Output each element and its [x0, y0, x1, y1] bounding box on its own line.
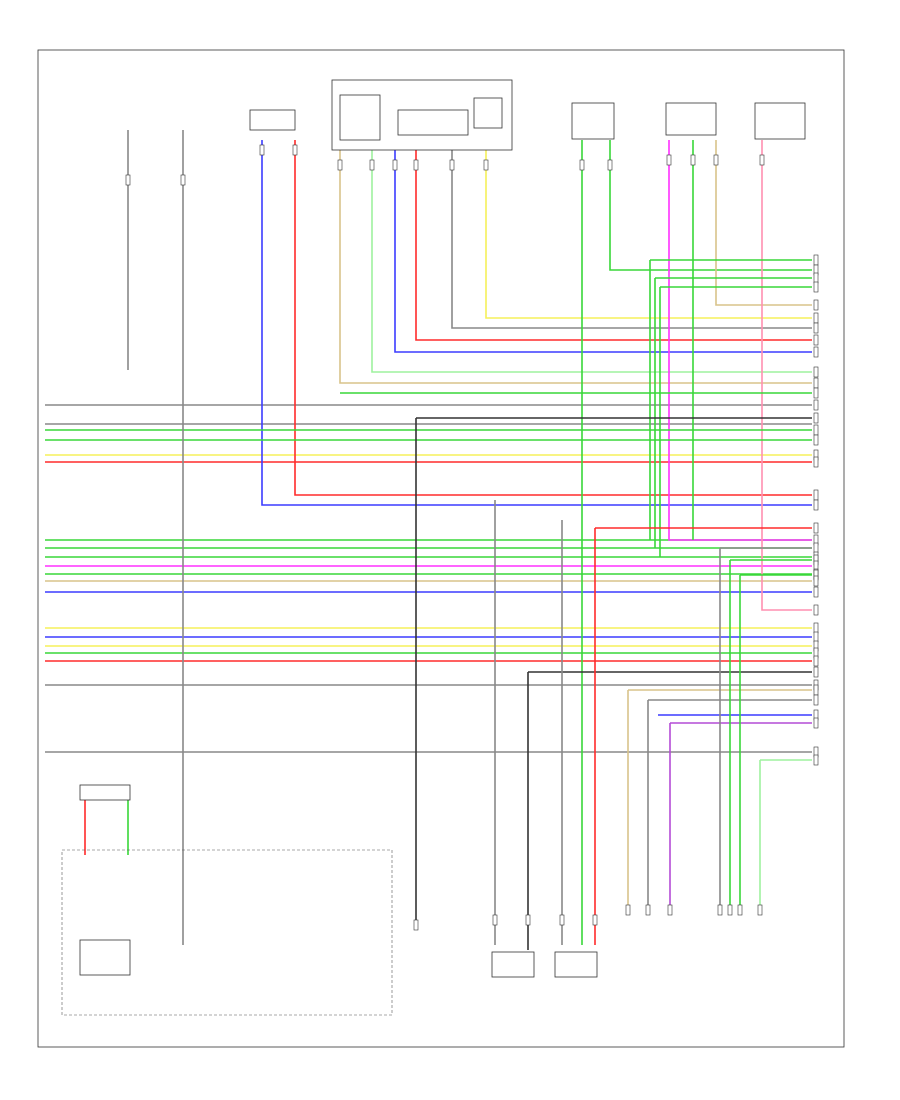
- right-connector-15: [813, 434, 819, 446]
- bottom-sensor-box-2: [554, 951, 598, 978]
- bottom-connector-7: [667, 904, 673, 916]
- top-connector-10: [666, 154, 672, 166]
- right-connector-14: [813, 424, 819, 436]
- wire-green-sensor-2: [609, 140, 812, 271]
- right-connector-18: [813, 489, 819, 501]
- sensor-box-2: [665, 102, 717, 136]
- right-connector-32: [813, 631, 819, 643]
- right-connector-20: [813, 522, 819, 534]
- right-connector-2: [813, 272, 819, 284]
- top-connector-14: [125, 174, 131, 186]
- right-connector-5: [813, 312, 819, 324]
- right-connector-19: [813, 499, 819, 511]
- right-connector-13: [813, 412, 819, 424]
- right-connector-36: [813, 666, 819, 678]
- component-layer: [61, 79, 819, 1016]
- top-connector-13: [759, 154, 765, 166]
- top-connector-1: [292, 144, 298, 156]
- right-connector-9: [813, 366, 819, 378]
- right-connector-0: [813, 254, 819, 266]
- wire-layer: [45, 130, 812, 950]
- bottom-connector-10: [737, 904, 743, 916]
- wire-blue-module: [394, 150, 812, 353]
- right-connector-4: [813, 299, 819, 311]
- module-internal-box-2: [397, 109, 469, 136]
- right-connector-43: [813, 754, 819, 766]
- bottom-connector-0: [413, 919, 419, 931]
- bottom-connector-3: [559, 914, 565, 926]
- right-connector-29: [813, 586, 819, 598]
- sensor-box-top-left: [249, 109, 296, 131]
- right-connector-31: [813, 622, 819, 634]
- top-connector-2: [337, 159, 343, 171]
- bottom-connector-5: [625, 904, 631, 916]
- bottom-connector-8: [717, 904, 723, 916]
- sensor-box-1: [571, 102, 615, 140]
- wire-magenta-sensor: [668, 140, 812, 541]
- right-connector-11: [813, 387, 819, 399]
- bottom-connector-9: [727, 904, 733, 916]
- right-connector-30: [813, 604, 819, 616]
- top-left-relay-box: [79, 784, 131, 801]
- right-connector-38: [813, 684, 819, 696]
- right-connector-3: [813, 281, 819, 293]
- right-connector-8: [813, 346, 819, 358]
- top-connector-3: [369, 159, 375, 171]
- bottom-connector-6: [645, 904, 651, 916]
- wire-tan-module: [339, 150, 812, 384]
- bottom-sensor-box-1: [491, 951, 535, 978]
- ecu-subcomponent-box: [79, 939, 131, 976]
- top-connector-5: [413, 159, 419, 171]
- top-connector-4: [392, 159, 398, 171]
- right-connector-12: [813, 399, 819, 411]
- wire-pink-switch: [761, 140, 812, 611]
- wire-gray-module: [451, 150, 812, 329]
- bottom-connector-4: [592, 914, 598, 926]
- right-connector-28: [813, 575, 819, 587]
- wire-yellow-module: [485, 150, 812, 319]
- right-connector-17: [813, 456, 819, 468]
- wire-tan-sensor: [715, 140, 812, 306]
- top-connector-7: [483, 159, 489, 171]
- top-connector-9: [607, 159, 613, 171]
- right-connector-41: [813, 717, 819, 729]
- module-internal-box-1: [339, 94, 381, 141]
- right-connector-7: [813, 334, 819, 346]
- wire-red-sensor: [294, 140, 812, 496]
- module-internal-box-3: [473, 97, 503, 129]
- diagram-frame: [37, 49, 845, 1048]
- top-connector-15: [180, 174, 186, 186]
- top-connector-0: [259, 144, 265, 156]
- wire-lg-module: [371, 150, 812, 373]
- bottom-connector-1: [492, 914, 498, 926]
- right-connector-39: [813, 694, 819, 706]
- top-connector-11: [690, 154, 696, 166]
- bottom-connector-11: [757, 904, 763, 916]
- ecu-dashed-boundary: [61, 849, 393, 1016]
- top-connector-12: [713, 154, 719, 166]
- right-connector-35: [813, 655, 819, 667]
- top-connector-6: [449, 159, 455, 171]
- right-connector-22: [813, 542, 819, 554]
- switch-box-1: [754, 102, 806, 140]
- right-connector-6: [813, 322, 819, 334]
- right-connector-10: [813, 377, 819, 389]
- body-control-module-box: [331, 79, 513, 151]
- top-connector-8: [579, 159, 585, 171]
- wire-red-module: [415, 150, 812, 341]
- wire-blue-sensor: [261, 140, 812, 506]
- bottom-connector-2: [525, 914, 531, 926]
